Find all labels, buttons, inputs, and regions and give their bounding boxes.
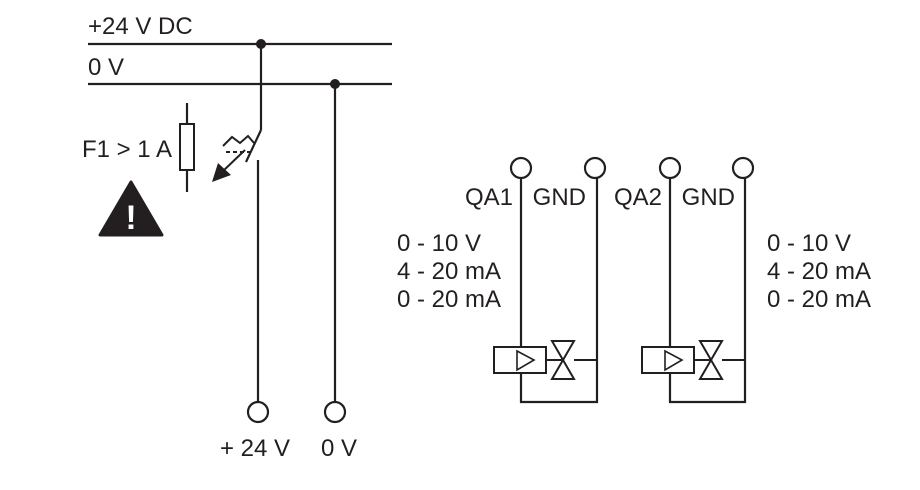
terminal-plus-24v: [246, 400, 270, 424]
wire-loop-2: [668, 178, 747, 404]
breaker-arrow-head-icon: [212, 163, 231, 182]
terminal-0v-label: 0 V: [321, 435, 357, 462]
fuse-f1: F1 > 1 A: [82, 103, 195, 192]
terminal-gnd-2: [731, 156, 755, 180]
terminal-gnd-1: [583, 156, 607, 180]
terminal-qa1: [509, 156, 533, 180]
terminal-qa1-label: QA1: [465, 184, 513, 211]
breaker-contact: [245, 129, 262, 163]
circuit-breaker: [212, 44, 263, 402]
ranges-left: 0 - 10 V 4 - 20 mA 0 - 20 mA: [397, 230, 501, 313]
warning-exclamation: !: [125, 199, 136, 237]
valve-bowtie: [550, 340, 576, 380]
range-right-0-10v: 0 - 10 V: [767, 230, 851, 257]
valve-actuator-triangle: [516, 349, 536, 372]
proportional-valve-icon: [641, 340, 745, 380]
terminal-qa2-label: QA2: [614, 184, 662, 211]
breaker-arrow-shaft: [221, 149, 246, 173]
breaker-trip-hook-icon: [222, 134, 255, 147]
supply-rails: +24 V DC 0 V: [88, 13, 392, 89]
rail-0v-label: 0 V: [88, 54, 124, 81]
range-right-0-20ma: 0 - 20 mA: [767, 286, 871, 313]
wire-loop-1: [519, 178, 599, 404]
output-group-qa1: QA1 GND: [465, 156, 607, 404]
fuse-body: [179, 123, 195, 171]
proportional-valve-icon: [493, 340, 597, 380]
terminal-gnd-2-label: GND: [682, 184, 735, 211]
warning-triangle-icon: !: [98, 180, 164, 237]
ranges-right: 0 - 10 V 4 - 20 mA 0 - 20 mA: [767, 230, 871, 313]
rail-plus-24v-label: +24 V DC: [88, 13, 193, 40]
range-left-0-10v: 0 - 10 V: [397, 230, 481, 257]
output-group-qa2: QA2 GND: [614, 156, 755, 404]
terminal-plus-24v-label: + 24 V: [220, 435, 290, 462]
valve-bowtie: [698, 340, 724, 380]
terminal-0v: [323, 400, 347, 424]
range-right-4-20ma: 4 - 20 mA: [767, 258, 871, 285]
warning-triangle-shape: [98, 180, 164, 237]
valve-actuator-triangle: [664, 349, 684, 372]
bottom-terminals: + 24 V 0 V: [220, 400, 357, 462]
fuse-label: F1 > 1 A: [82, 136, 172, 163]
range-left-4-20ma: 4 - 20 mA: [397, 258, 501, 285]
terminal-qa2: [658, 156, 682, 180]
range-left-0-20ma: 0 - 20 mA: [397, 286, 501, 313]
terminal-gnd-1-label: GND: [533, 184, 586, 211]
